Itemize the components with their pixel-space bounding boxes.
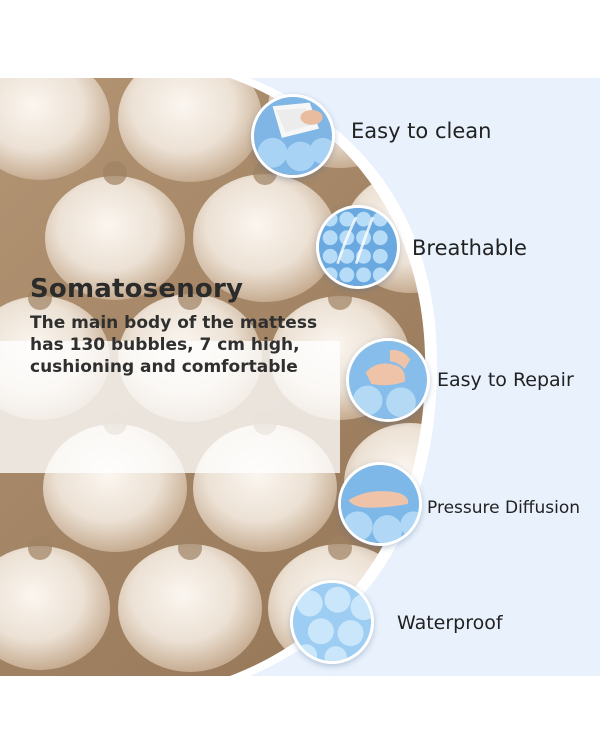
- feature-label-easy-to-repair: Easy to Repair: [437, 369, 574, 391]
- feature-title: Somatosenory: [30, 274, 244, 304]
- waterproof-bubbles-icon: [290, 580, 374, 664]
- pressure-hand-icon: [338, 462, 422, 546]
- repair-hand-icon: [346, 338, 430, 422]
- feature-label-waterproof: Waterproof: [397, 612, 503, 634]
- feature-description: The main body of the mattess has 130 bub…: [30, 313, 318, 377]
- feature-label-easy-to-clean: Easy to clean: [351, 119, 492, 143]
- cleaning-cloth-icon: [251, 94, 335, 178]
- breathable-bubbles-icon: [316, 205, 400, 289]
- info-band: [0, 341, 340, 473]
- feature-label-breathable: Breathable: [412, 236, 527, 260]
- feature-label-pressure-diffusion: Pressure Diffusion: [427, 498, 581, 518]
